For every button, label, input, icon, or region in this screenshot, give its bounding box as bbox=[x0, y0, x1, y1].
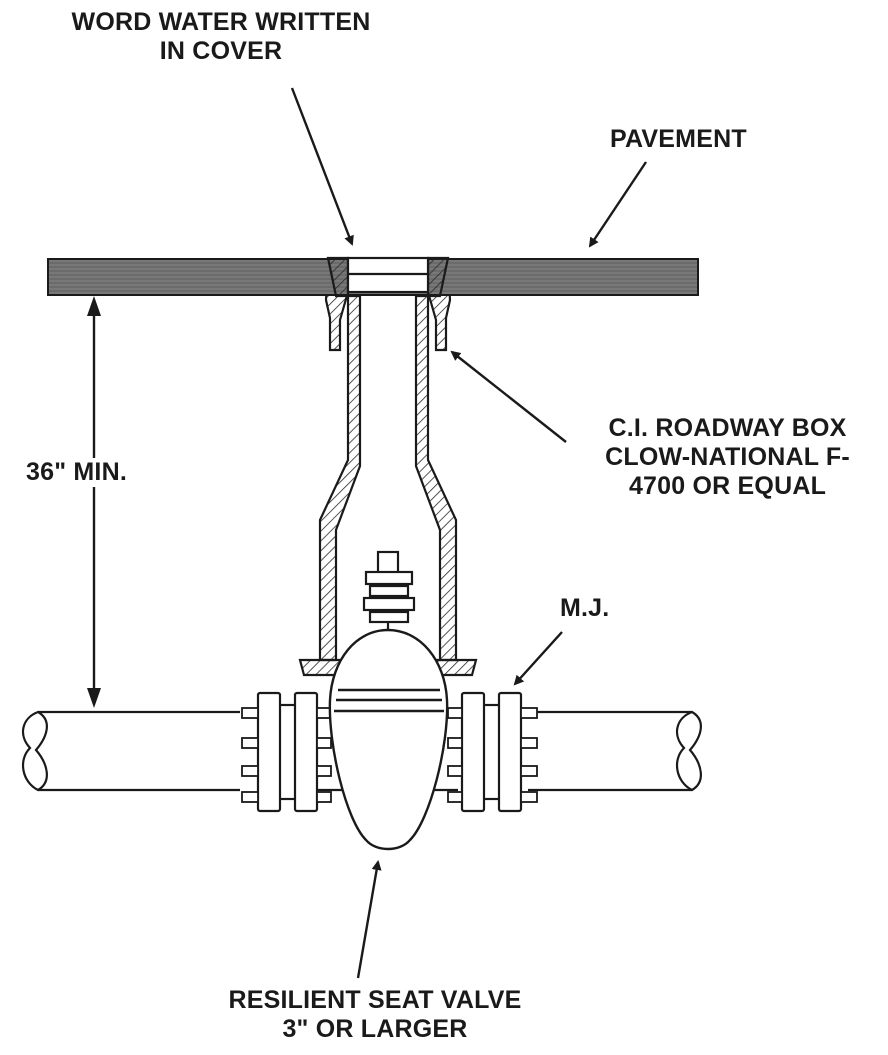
pipe-break-right bbox=[675, 710, 702, 792]
mj-bolts-left bbox=[241, 707, 332, 803]
label-depth: 36" MIN. bbox=[24, 458, 129, 487]
label-valve-line2: 3" OR LARGER bbox=[282, 1015, 468, 1043]
label-roadway-box-line2: CLOW-NATIONAL F- bbox=[605, 443, 850, 471]
label-valve: RESILIENT SEAT VALVE 3" OR LARGER bbox=[160, 986, 590, 1044]
water-main-pipe bbox=[38, 710, 692, 792]
depth-dimension-arrowheads bbox=[87, 296, 101, 708]
arrow-roadway-box bbox=[450, 350, 567, 443]
mj-bolts-right bbox=[447, 707, 538, 803]
arrow-pavement bbox=[588, 161, 647, 248]
label-cover-line2: IN COVER bbox=[159, 37, 283, 65]
label-cover: WORD WATER WRITTEN IN COVER bbox=[26, 8, 416, 66]
label-mj: M.J. bbox=[560, 594, 610, 622]
label-roadway-box-line1: C.I. ROADWAY BOX bbox=[608, 414, 847, 442]
cover-over-pavement bbox=[326, 256, 450, 298]
arrow-valve bbox=[356, 860, 382, 979]
arrow-cover bbox=[290, 87, 354, 246]
label-valve-line1: RESILIENT SEAT VALVE bbox=[228, 986, 522, 1014]
label-pavement: PAVEMENT bbox=[610, 125, 747, 153]
resilient-seat-valve-body bbox=[328, 628, 449, 851]
label-cover-line1: WORD WATER WRITTEN bbox=[71, 8, 371, 36]
roadway-box bbox=[298, 260, 478, 677]
arrow-mj bbox=[513, 631, 563, 686]
label-roadway-box: C.I. ROADWAY BOX CLOW-NATIONAL F- 4700 O… bbox=[570, 414, 885, 501]
mj-joint-right bbox=[460, 691, 523, 813]
valve-operating-nut bbox=[362, 550, 416, 632]
label-roadway-box-line3: 4700 OR EQUAL bbox=[628, 472, 827, 500]
leader-arrows bbox=[290, 87, 647, 979]
pipe-break-left bbox=[21, 710, 48, 792]
mj-joint-left bbox=[256, 691, 319, 813]
